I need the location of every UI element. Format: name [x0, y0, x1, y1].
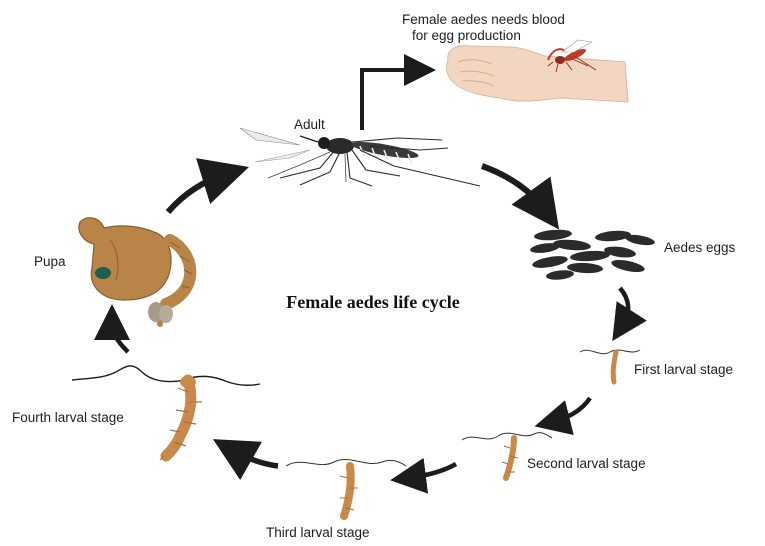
eggs-label: Aedes eggs [664, 240, 735, 256]
third-larval-label: Third larval stage [266, 525, 370, 541]
pupa-illustration [79, 218, 192, 324]
aedes-eggs-illustration [530, 228, 656, 281]
second-larval-label: Second larval stage [527, 456, 646, 472]
arrow-adult-to-eggs [482, 166, 545, 210]
hand-illustration [446, 40, 628, 102]
arrow-first-to-second-larva [552, 398, 590, 422]
fourth-larval-label: Fourth larval stage [12, 410, 124, 426]
first-larval-label: First larval stage [634, 362, 733, 378]
arrow-fourth-larva-to-pupa [112, 322, 128, 352]
adult-label: Adult [294, 117, 325, 133]
blood-note-line2: for egg production [412, 28, 521, 44]
first-larva-illustration [580, 350, 640, 382]
arrow-second-to-third-larva [408, 464, 456, 478]
pupa-label: Pupa [34, 254, 66, 270]
blood-note-line1: Female aedes needs blood [402, 12, 565, 28]
arrow-adult-to-blood [362, 70, 420, 130]
diagram-title: Female aedes life cycle [268, 291, 478, 313]
arrow-third-to-fourth-larva [232, 450, 278, 466]
arrow-eggs-to-first-larva [620, 288, 628, 326]
third-larva-illustration [286, 459, 406, 516]
adult-mosquito-illustration [240, 128, 480, 186]
arrow-pupa-to-adult [168, 174, 226, 212]
